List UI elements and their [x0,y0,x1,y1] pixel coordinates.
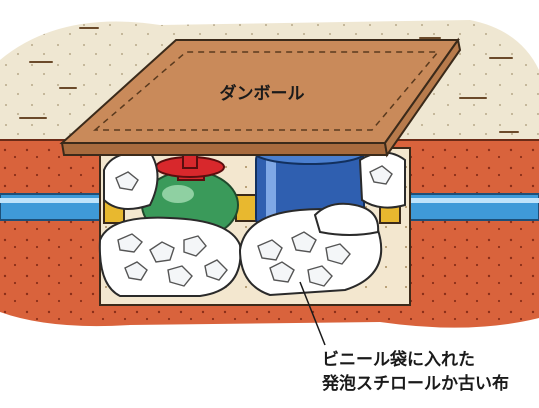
board-label: ダンボール [220,83,305,104]
insulation-bags [98,150,406,297]
callout-line-1: ビニール袋に入れた [322,350,475,370]
water-pipe-right [397,193,539,221]
callout-line-2: 発泡スチロールか古い布 [322,374,509,394]
water-pipe-left [0,193,113,221]
insulation-callout: ビニール袋に入れた 発泡スチロールか古い布 [322,348,537,396]
cardboard-board: ダンボール [59,37,462,158]
callout-leader-line [299,281,326,346]
